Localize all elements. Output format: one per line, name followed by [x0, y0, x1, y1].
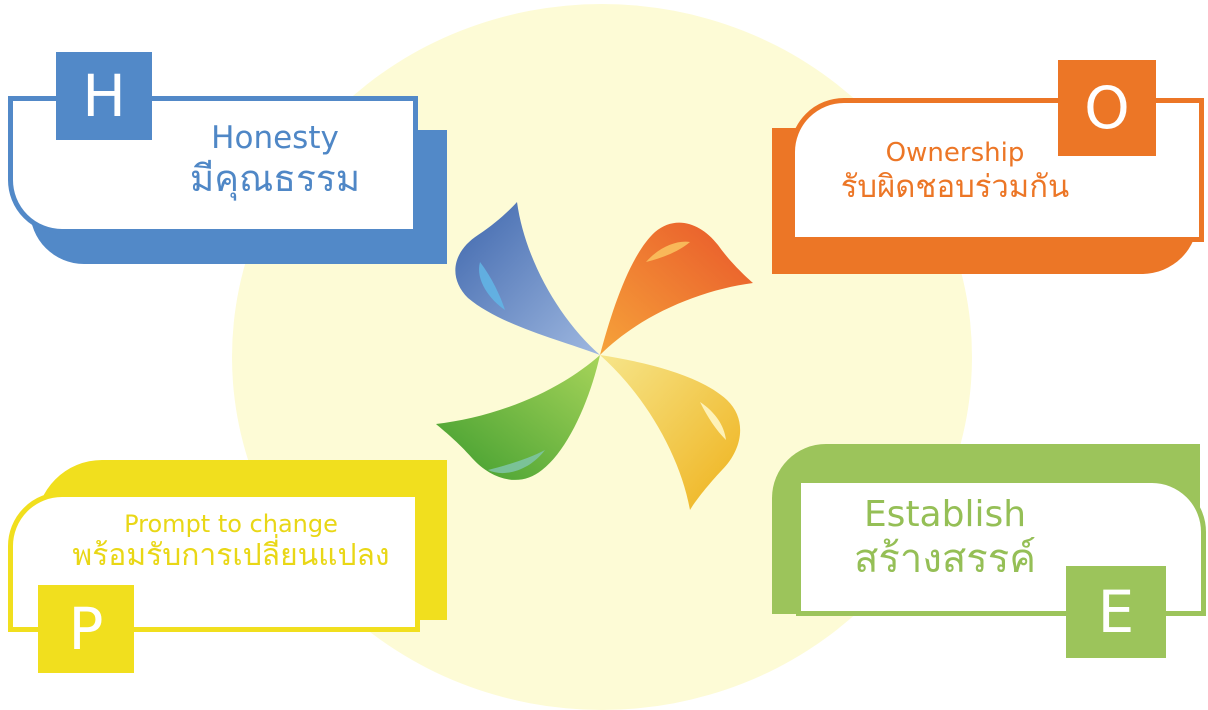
pinwheel-blade-blue: [455, 202, 600, 355]
pinwheel-blade-yellow: [600, 355, 741, 510]
pinwheel-blade-orange: [600, 222, 753, 355]
value-english: Honesty: [211, 120, 339, 156]
letter-badge-h: H: [56, 52, 152, 140]
value-thai: สร้างสรรค์: [853, 536, 1037, 583]
value-thai: พร้อมรับการเปลี่ยนแปลง: [72, 538, 390, 574]
letter-badge-o: O: [1058, 60, 1156, 156]
card-text: Establish สร้างสรรค์: [820, 494, 1070, 584]
card-text: Honesty มีคุณธรรม: [160, 120, 390, 200]
card-text: Prompt to change พร้อมรับการเปลี่ยนแปลง: [46, 510, 416, 574]
value-english: Establish: [863, 494, 1027, 535]
value-thai: รับผิดชอบร่วมกัน: [840, 168, 1070, 205]
letter-badge-p: P: [38, 585, 134, 673]
pinwheel-logo-icon: [436, 202, 753, 510]
value-english: Ownership: [885, 138, 1025, 168]
letter-badge-e: E: [1066, 566, 1166, 658]
value-thai: มีคุณธรรม: [189, 156, 361, 200]
pinwheel-blade-green: [436, 355, 600, 480]
value-english: Prompt to change: [124, 510, 338, 538]
card-text: Ownership รับผิดชอบร่วมกัน: [800, 138, 1110, 205]
